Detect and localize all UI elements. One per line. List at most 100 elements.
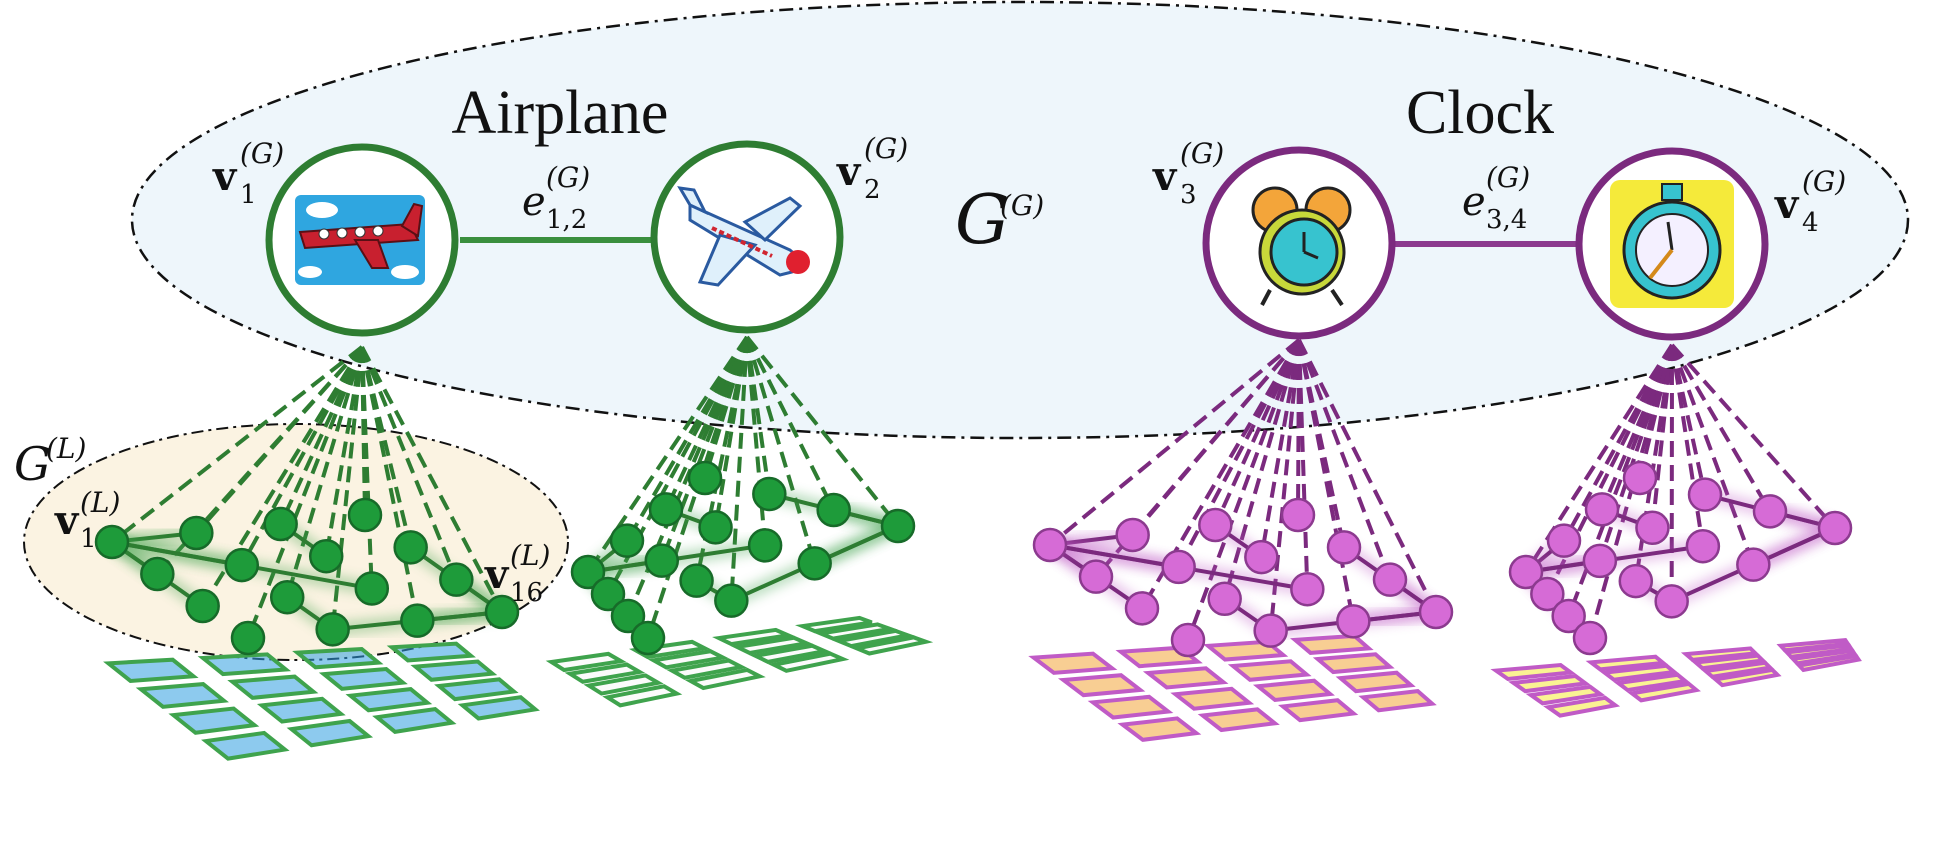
node-label-v3: v 3 (G) [1152,137,1224,210]
local-node [687,460,723,496]
dashed-link [1297,339,1438,613]
svg-text:1: 1 [240,180,257,210]
svg-text:(G): (G) [1802,165,1846,198]
svg-text:e: e [522,179,546,225]
patch-tile [1142,666,1229,690]
patch-tile [831,628,916,649]
node-label-v4: v 4 (G) [1774,165,1846,238]
local-node [1336,604,1371,639]
patch-tile [749,643,832,664]
global-node-v3 [1202,146,1396,340]
local-node [714,583,749,618]
local-node [797,546,832,581]
local-node [1508,554,1544,590]
dashed-link [1670,343,1772,513]
dashed-link [1670,344,1756,566]
local-node [1244,539,1279,575]
node-label-v2: v 2 (G) [836,132,908,205]
patch-tile [1710,667,1782,688]
dashed-link [360,346,459,581]
local-node [1551,598,1586,634]
local-node [185,588,220,624]
patch-tile [372,707,457,734]
patch-tile [795,615,873,634]
patch-tile [1525,684,1606,706]
patch-tile [1290,633,1374,655]
local-node [747,528,783,563]
local-node [752,476,787,512]
patch-tile [730,635,814,656]
dashed-link [360,346,504,613]
dashed-link [729,336,749,601]
patch-tile [1312,652,1395,675]
patch-tile [1087,694,1174,720]
local-node [140,556,175,592]
svg-text:16: 16 [510,578,543,608]
patch-tile [227,674,319,700]
svg-text:(G): (G) [1180,137,1224,170]
local-node [400,603,435,638]
patch-tile [1599,663,1680,682]
edge-label-e12: e 1,2 (G) [522,161,590,235]
svg-text:2: 2 [864,175,881,205]
local-node [610,598,646,634]
local-node [1372,562,1408,597]
svg-text:(G): (G) [1486,161,1530,194]
patch-tile [434,677,519,702]
dashed-link [1094,338,1301,578]
global-node-v1 [265,143,459,337]
local-node [630,620,666,656]
local-node [315,612,350,647]
local-node [1752,494,1788,529]
local-nodes [94,460,1853,658]
alarm-clock-icon [1251,186,1352,307]
patch-tile [457,695,540,721]
svg-text:v: v [1152,153,1178,200]
patch-tile [1626,681,1701,703]
svg-text:v: v [836,148,862,195]
local-node [1161,549,1196,585]
svg-text:3: 3 [1180,180,1197,210]
dashed-link [324,346,364,557]
dashed-link [745,335,900,528]
local-node-label-v16: v 16 (L) [484,539,550,608]
dashed-link [1213,339,1301,526]
dashed-link [110,345,364,544]
patch-tile [647,649,730,670]
patch-tile [602,684,683,708]
patch-tile [1278,698,1359,723]
local-node [1115,517,1150,553]
jet-plane-icon [677,186,810,287]
local-node [1170,622,1206,658]
local-node [269,579,305,615]
local-node [1622,460,1658,496]
svg-text:v: v [54,497,80,544]
dashed-link [285,346,364,598]
node-label-v1: v 1 (G) [212,137,284,210]
local-node [1326,530,1362,565]
class-label-clock: Clock [1406,79,1554,147]
local-node [648,492,684,527]
svg-text:v: v [212,153,238,200]
patch-tile [1795,653,1862,673]
local-node [1530,576,1565,612]
patch-tile [564,662,646,684]
dashed-link [1048,338,1301,547]
patch-tile [1585,654,1669,672]
patch-tile [286,718,374,748]
local-node [679,563,714,598]
svg-text:4: 4 [1802,208,1819,238]
dashed-link [745,336,836,511]
dashed-link [745,336,817,564]
patch-tile [767,651,850,673]
global-graph-region [130,0,1910,440]
patch-tile [1335,670,1416,694]
svg-text:G: G [955,181,1009,260]
patch-tile [386,641,476,663]
svg-text:(G): (G) [240,137,284,170]
local-node [1207,581,1242,617]
dashed-link [360,346,374,589]
patch-tile [1057,673,1146,698]
local-node [263,506,298,542]
local-node [1685,528,1721,564]
